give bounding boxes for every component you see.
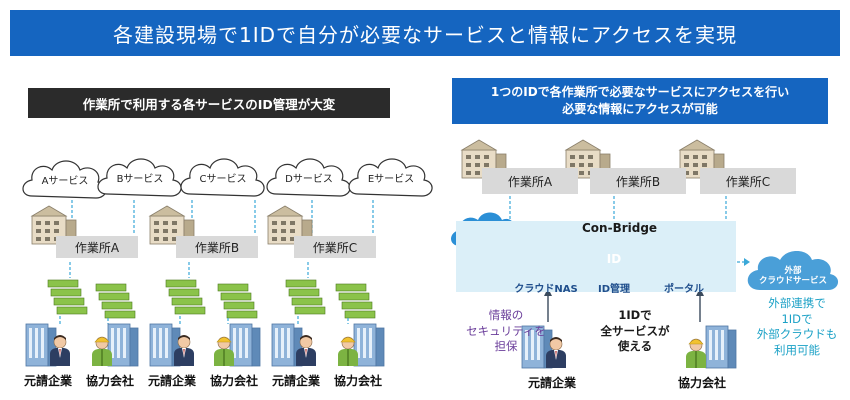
service-label: Bサービス bbox=[116, 174, 164, 185]
service-label: Cサービス bbox=[199, 174, 247, 185]
id-cards-icon bbox=[285, 279, 376, 319]
company-label: 元請企業 bbox=[147, 374, 196, 388]
security-note: 情報の セキュリティを 担保 bbox=[466, 308, 546, 355]
note-line: 1IDで bbox=[618, 308, 652, 322]
company-label: 元請企業 bbox=[271, 374, 320, 388]
office-tower-icon bbox=[353, 323, 385, 367]
company-label: 協力会社 bbox=[85, 374, 134, 388]
office-tower-icon bbox=[229, 323, 261, 367]
note-line: セキュリティを bbox=[466, 323, 546, 338]
page-title: 各建設現場で1IDで自分が必要なサービスと情報にアクセスを実現 bbox=[10, 10, 840, 56]
id-management-label: ID管理 bbox=[597, 284, 631, 295]
company-label: 協力会社 bbox=[209, 374, 258, 388]
portal-label: ポータル bbox=[664, 284, 704, 295]
note-line: 担保 bbox=[494, 339, 518, 354]
right-heading-line1: 1つのIDで各作業所で必要なサービスにアクセスを行い bbox=[490, 85, 790, 100]
company-label: 協力会社 bbox=[333, 374, 382, 388]
company-label: 元請企業 bbox=[23, 374, 72, 388]
note-line: 1IDで bbox=[781, 311, 813, 326]
site-box: 作業所A bbox=[482, 168, 578, 194]
external-cloud-label: 外部 クラウドサービス bbox=[748, 266, 838, 286]
company-label: 元請企業 bbox=[527, 376, 576, 390]
office-tower-icon bbox=[705, 325, 737, 369]
external-cloud-label-line2: クラウドサービス bbox=[758, 276, 827, 287]
right-heading-line2: 必要な情報にアクセスが可能 bbox=[562, 102, 718, 116]
service-label: Dサービス bbox=[285, 174, 333, 185]
site-box: 作業所A bbox=[56, 236, 138, 258]
site-box: 作業所C bbox=[700, 168, 796, 194]
note-line: 使える bbox=[617, 339, 653, 354]
note-line: 外部クラウドも bbox=[756, 327, 838, 342]
external-cloud-icon bbox=[747, 251, 839, 290]
note-line: 全サービスが bbox=[600, 323, 670, 338]
site-box: 作業所C bbox=[294, 236, 376, 258]
service-label: Eサービス bbox=[367, 174, 415, 185]
access-arrow bbox=[547, 292, 701, 322]
right-heading: 1つのIDで各作業所で必要なサービスにアクセスを行い 必要な情報にアクセスが可能 bbox=[452, 78, 828, 124]
site-box: 作業所B bbox=[590, 168, 686, 194]
id-cards-icon bbox=[47, 279, 136, 319]
note-line: 情報の bbox=[488, 308, 524, 322]
note-line: 外部連携で bbox=[768, 296, 826, 310]
worker-icon bbox=[685, 338, 707, 369]
note-line: 利用可能 bbox=[774, 342, 820, 357]
office-tower-icon bbox=[107, 323, 139, 367]
id-cards-icon bbox=[165, 279, 258, 319]
left-heading: 作業所で利用する各サービスのID管理が大変 bbox=[28, 88, 390, 118]
service-label: Aサービス bbox=[41, 176, 89, 187]
external-note: 外部連携で 1IDで 外部クラウドも 利用可能 bbox=[752, 296, 842, 358]
external-cloud-label-line1: 外部 bbox=[784, 266, 802, 276]
con-bridge-panel bbox=[456, 221, 736, 292]
company-label: 協力会社 bbox=[677, 376, 726, 390]
site-box: 作業所B bbox=[176, 236, 258, 258]
con-bridge-title: Con-Bridge bbox=[582, 221, 658, 235]
one-id-note: 1IDで 全サービスが 使える bbox=[590, 308, 680, 355]
cloud-nas-label: クラウドNAS bbox=[514, 284, 578, 295]
id-icon-text: ID bbox=[606, 252, 622, 266]
